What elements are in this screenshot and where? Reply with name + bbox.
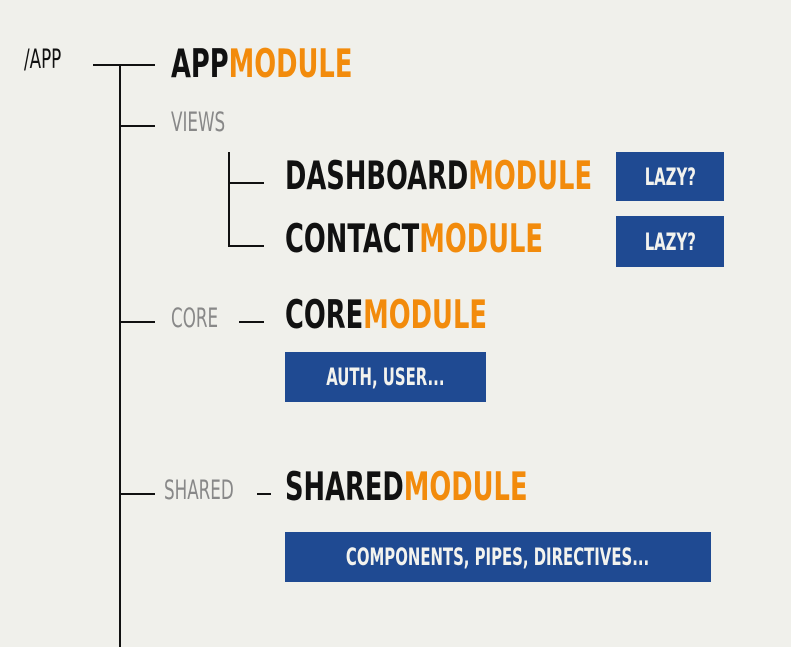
contact-lazy-tag-text: LAZY? (644, 227, 696, 256)
app-module-base: APP (171, 42, 229, 87)
contact-module-base: CONTACT (285, 217, 420, 262)
dashboard-module-title: DASHBOARDMODULE (285, 157, 592, 196)
contact-lazy-tag: LAZY? (616, 216, 724, 267)
core-contents-tag-text: AUTH, USER... (326, 363, 445, 391)
shared-contents-tag: COMPONENTS, PIPES, DIRECTIVES... (285, 532, 711, 582)
views-folder-label: VIEWS (171, 107, 226, 138)
shared-module-suffix: MODULE (403, 465, 528, 510)
shared-connector (257, 493, 271, 495)
dashboard-branch (228, 182, 264, 184)
core-module-title: COREMODULE (285, 296, 487, 335)
contact-module-suffix: MODULE (419, 217, 543, 262)
core-folder-label: CORE (171, 303, 219, 334)
views-subtrunk (228, 152, 230, 246)
core-module-suffix: MODULE (363, 293, 487, 338)
core-contents-tag: AUTH, USER... (285, 352, 486, 402)
root-folder-label: /APP (24, 44, 62, 75)
core-branch (119, 321, 155, 323)
shared-branch (119, 493, 155, 495)
contact-module-title: CONTACTMODULE (285, 220, 543, 259)
views-branch (119, 125, 155, 127)
root-connector (93, 64, 155, 66)
dashboard-module-suffix: MODULE (468, 154, 593, 199)
shared-folder-label: SHARED (164, 475, 234, 506)
dashboard-module-base: DASHBOARD (285, 154, 469, 199)
dashboard-lazy-tag: LAZY? (616, 152, 724, 201)
app-module-suffix: MODULE (228, 42, 353, 87)
dashboard-lazy-tag-text: LAZY? (644, 162, 696, 191)
main-trunk (119, 64, 121, 647)
shared-module-title: SHAREDMODULE (285, 468, 528, 507)
shared-module-base: SHARED (285, 465, 404, 510)
core-module-base: CORE (285, 293, 364, 338)
core-connector (239, 321, 264, 323)
app-module-title: APPMODULE (171, 45, 352, 84)
contact-branch (228, 245, 264, 247)
shared-contents-tag-text: COMPONENTS, PIPES, DIRECTIVES... (346, 543, 650, 571)
